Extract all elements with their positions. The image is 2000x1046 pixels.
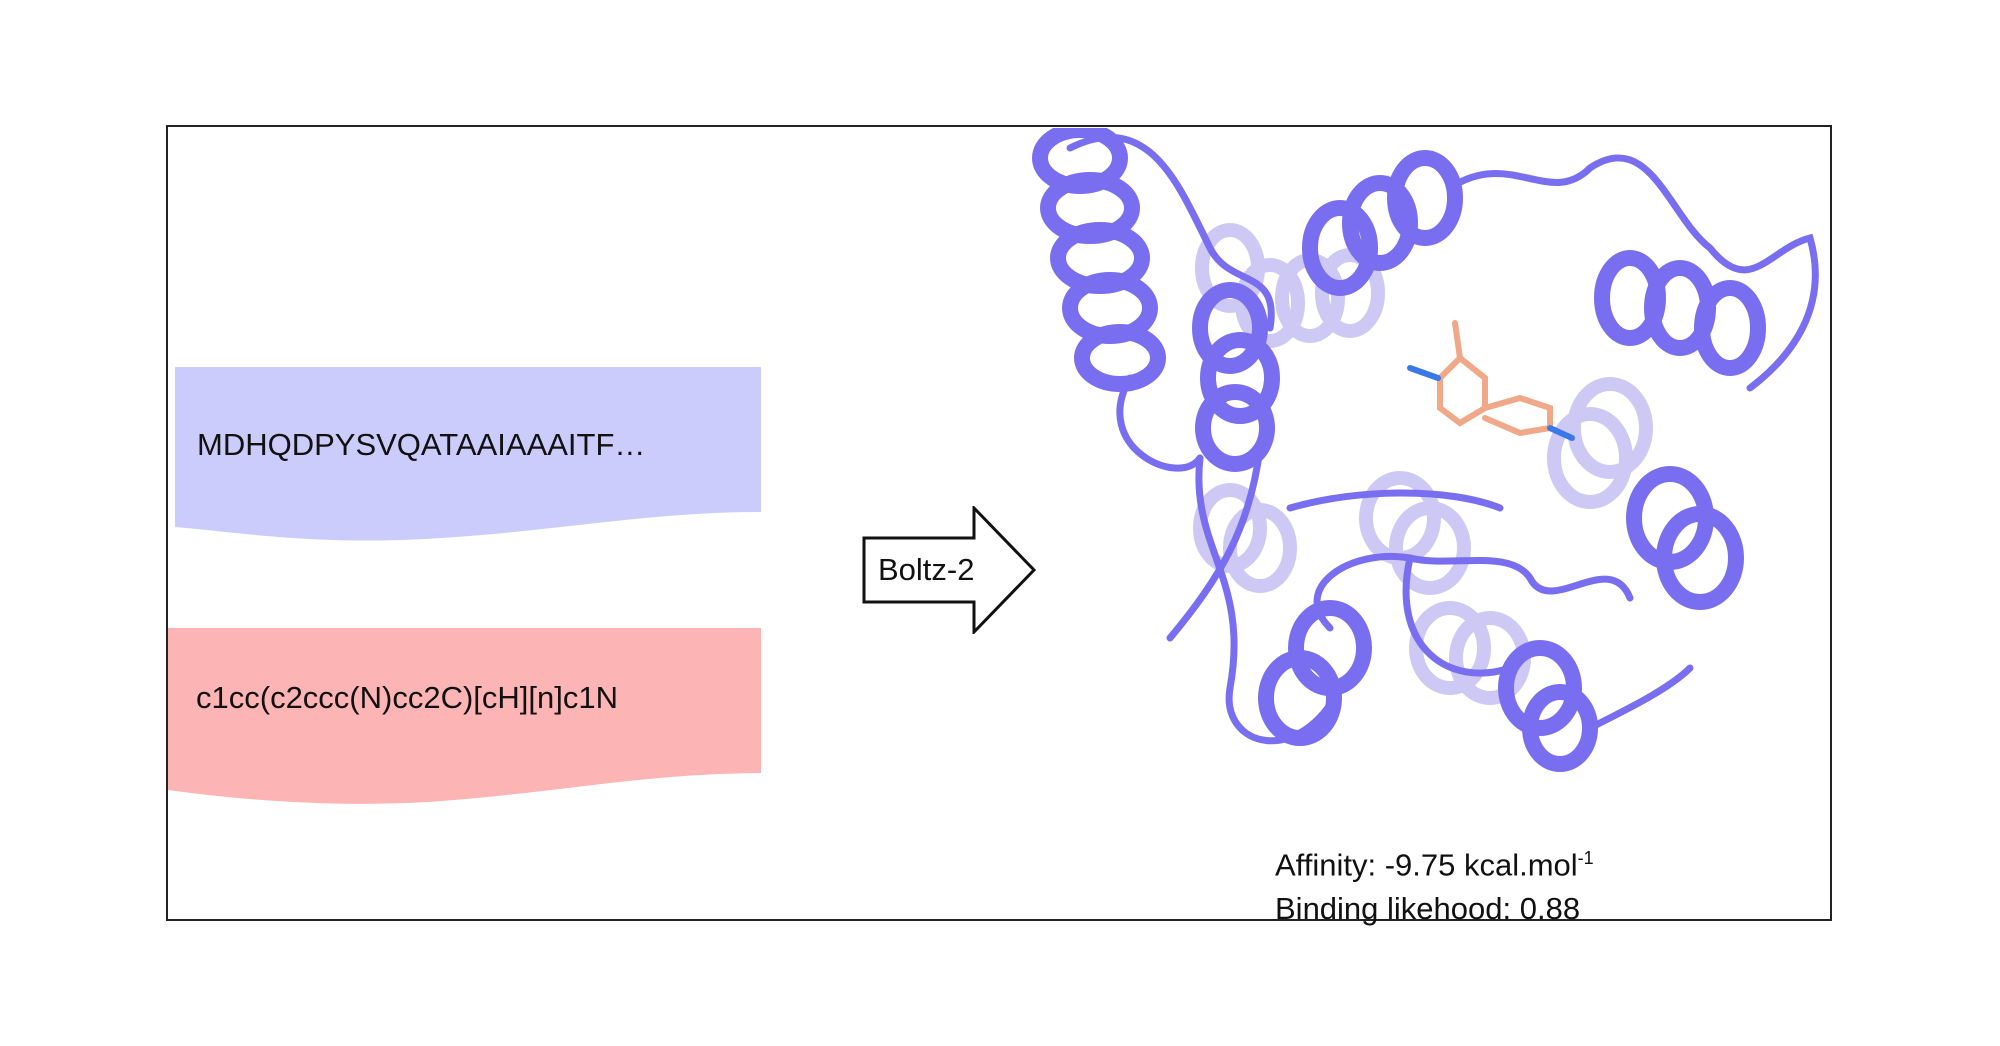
ligand-smiles-band: c1cc(c2ccc(N)cc2C)[cH][n]c1N [168, 628, 761, 806]
ligand-band-shape [168, 628, 761, 804]
model-label: Boltz-2 [878, 552, 975, 587]
protein-ligand-structure [1032, 128, 1819, 772]
protein-band-shape [175, 367, 761, 541]
ligand-smiles-text: c1cc(c2ccc(N)cc2C)[cH][n]c1N [196, 680, 618, 715]
affinity-text: Affinity: -9.75 kcal.mol [1275, 847, 1578, 883]
protein-sequence-band: MDHQDPYSVQATAAIAAAITF… [175, 367, 761, 542]
model-arrow-icon [862, 506, 1037, 634]
loop-coils [1066, 133, 1819, 745]
ligand-sticks [1407, 320, 1575, 441]
affinity-exponent: -1 [1577, 848, 1594, 868]
foreground-helices [1032, 128, 1766, 772]
figure-frame [166, 125, 1832, 921]
prediction-metrics: Affinity: -9.75 kcal.mol-1 Binding likeh… [1275, 836, 1594, 931]
binding-likelihood-text: Binding likehood: 0.88 [1275, 891, 1581, 927]
affinity-line: Affinity: -9.75 kcal.mol-1 [1275, 836, 1594, 887]
protein-sequence-text: MDHQDPYSVQATAAIAAAITF… [197, 427, 646, 462]
